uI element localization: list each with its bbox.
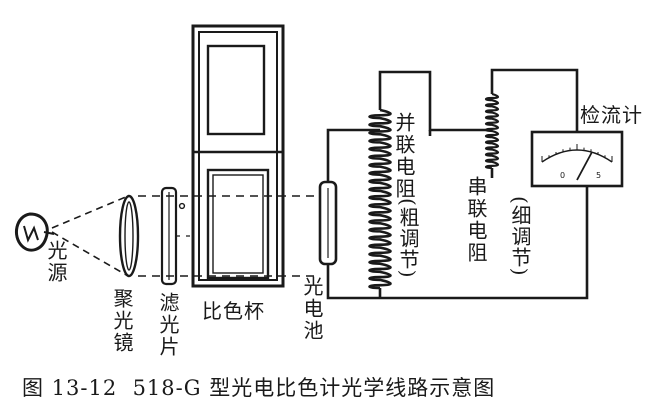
galvanometer-scale [541, 144, 613, 162]
galvanometer: 0 5 [530, 130, 624, 188]
galvanometer-needle [576, 151, 593, 181]
series-resistor-coil [484, 92, 500, 170]
svg-text:5: 5 [596, 171, 601, 180]
parallel-resistor-coil [368, 108, 392, 290]
svg-text:0: 0 [560, 171, 565, 180]
label-light-source: 光源 [44, 240, 68, 284]
label-condenser-lens: 聚光镜 [110, 288, 134, 354]
label-parallel-resistor: 并联电阻 [392, 112, 416, 200]
label-filter: 滤光片 [156, 292, 180, 358]
light-cone [51, 195, 129, 277]
light-beam [138, 195, 320, 277]
cuvette-holder [191, 24, 285, 288]
figure-caption: 图 13-12 518-G 型光电比色计光学线路示意图 [22, 376, 495, 400]
light-source-bulb-icon [14, 212, 55, 252]
circuit-wires [326, 68, 589, 300]
condenser-lens [118, 194, 140, 278]
label-photocell: 光电池 [300, 276, 324, 342]
cuvette-upper [206, 44, 266, 136]
filter-plate [160, 186, 186, 286]
label-galvanometer: 检流计 [580, 103, 643, 127]
label-coarse-adjust: (粗调节) [396, 198, 420, 279]
photocell [318, 180, 338, 266]
label-fine-adjust: (细调节) [508, 196, 532, 277]
cuvette-lower [206, 168, 270, 280]
label-cuvette: 比色杯 [202, 299, 265, 323]
label-series-resistor: 串联电阻 [464, 176, 488, 264]
